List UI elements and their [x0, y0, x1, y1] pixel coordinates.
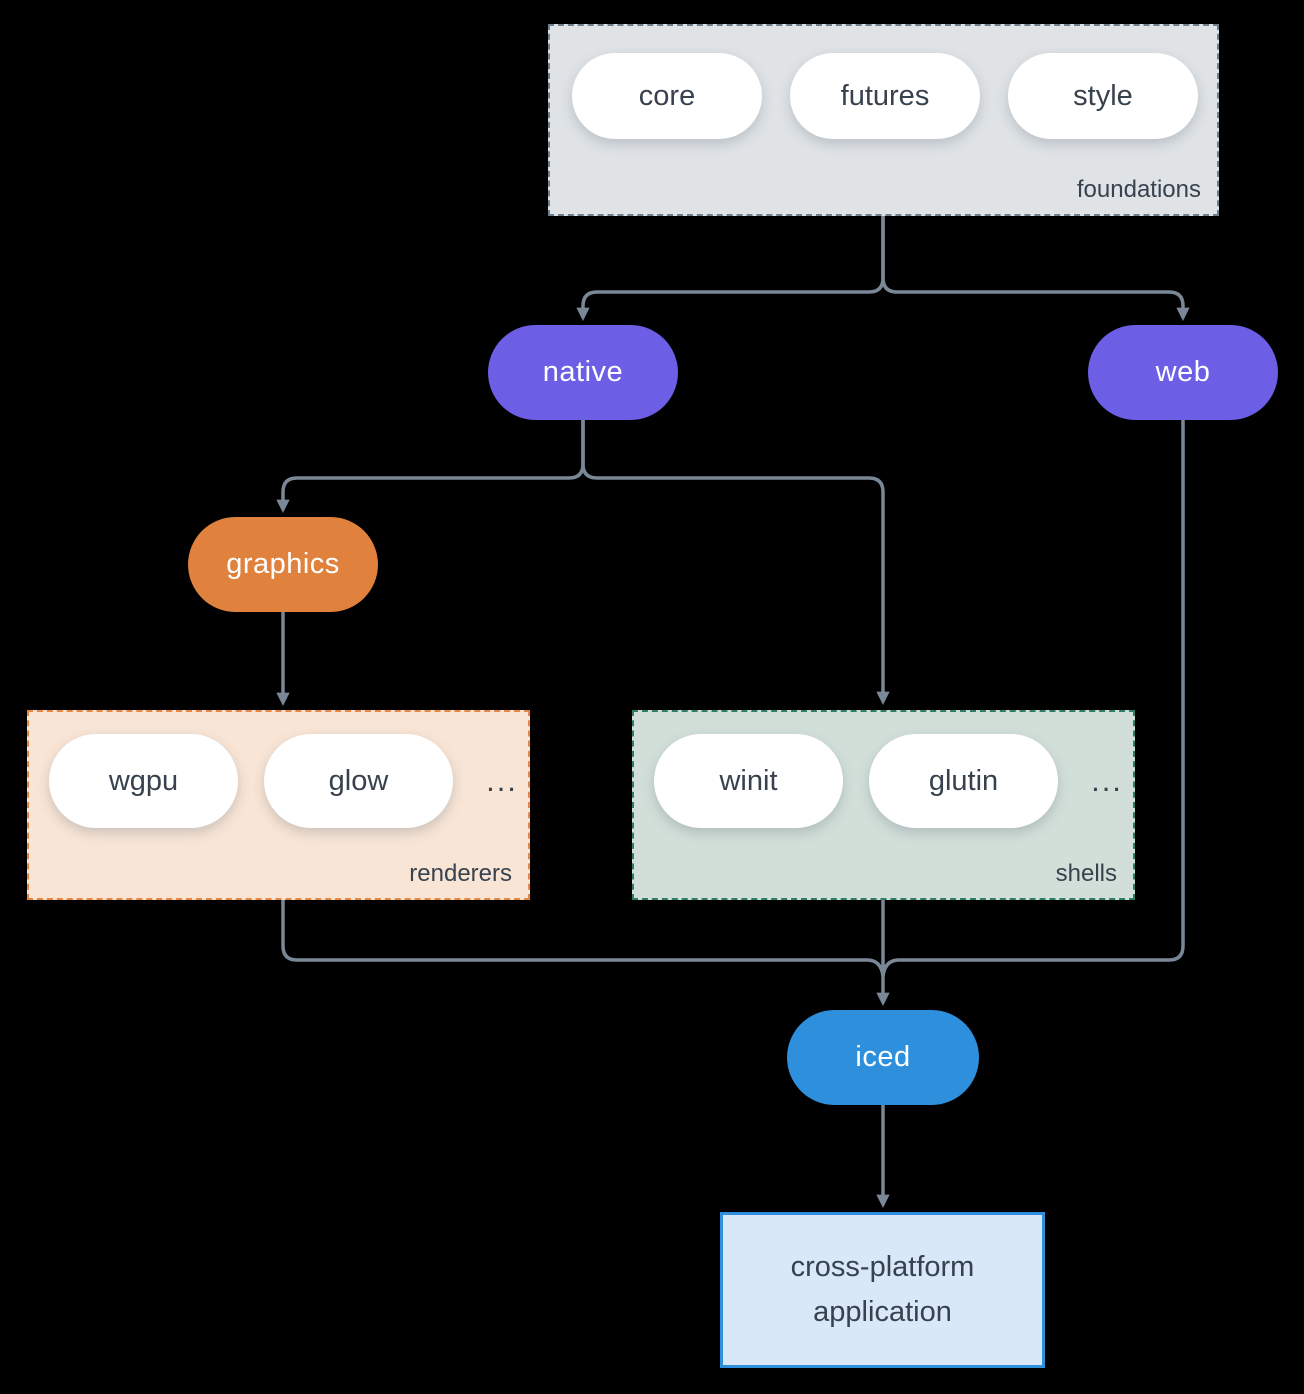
graphics-node: graphics	[188, 517, 378, 612]
application-label-line1: cross-platform	[790, 1251, 975, 1283]
renderers-group: wgpu glow ... renderers	[27, 710, 530, 900]
native-node: native	[488, 325, 678, 420]
edge-renderers-to-iced	[281, 900, 885, 977]
pill-glow: glow	[264, 734, 453, 828]
renderers-ellipsis: ...	[486, 763, 518, 798]
edge-native-to-graphics	[276, 420, 585, 513]
foundations-pill-row: core futures style	[572, 53, 1198, 139]
edge-web-to-iced	[881, 420, 1185, 977]
application-box: cross-platform application	[720, 1212, 1045, 1368]
iced-node: iced	[787, 1010, 979, 1105]
pill-core: core	[572, 53, 762, 139]
renderers-label: renderers	[409, 860, 512, 887]
shells-ellipsis: ...	[1091, 763, 1123, 798]
shells-label: shells	[1055, 860, 1117, 887]
edge-native-to-shells	[581, 420, 890, 705]
shells-pill-row: winit glutin ...	[654, 734, 1130, 828]
foundations-group: core futures style foundations	[548, 24, 1219, 216]
pill-wgpu: wgpu	[49, 734, 238, 828]
renderers-pill-row: wgpu glow ...	[49, 734, 525, 828]
shells-group: winit glutin ... shells	[632, 710, 1135, 900]
edge-foundations-to-native	[576, 216, 885, 321]
pill-winit: winit	[654, 734, 843, 828]
pill-style: style	[1008, 53, 1198, 139]
pill-futures: futures	[790, 53, 980, 139]
web-node: web	[1088, 325, 1278, 420]
pill-glutin: glutin	[869, 734, 1058, 828]
application-label-line2: application	[813, 1296, 952, 1328]
foundations-label: foundations	[1076, 176, 1201, 203]
edge-foundations-to-web	[881, 216, 1190, 321]
